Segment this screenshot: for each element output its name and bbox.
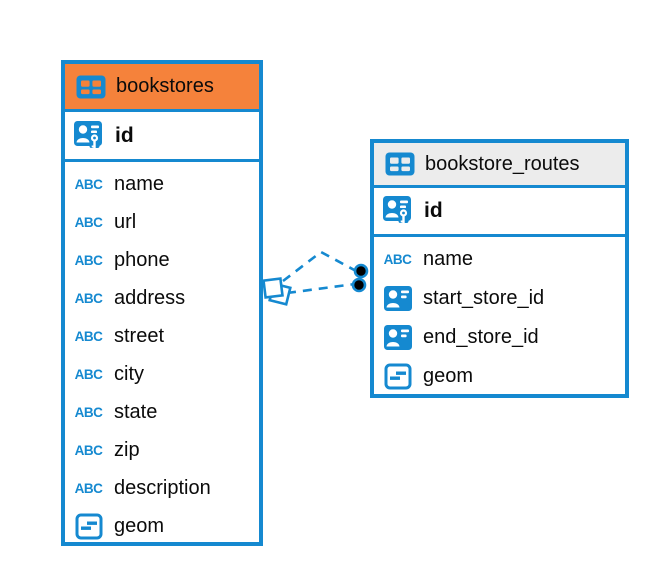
column-row-geom[interactable]: geom (65, 507, 259, 545)
column-row-phone[interactable]: ABC phone (65, 241, 259, 279)
column-list-bookstore-routes: ABC name start_store_id (374, 237, 625, 396)
person-icon (381, 285, 414, 312)
column-row-zip[interactable]: ABC zip (65, 431, 259, 469)
abc-icon: ABC (74, 176, 103, 192)
relationship-line-upper (282, 250, 359, 283)
column-row-state[interactable]: ABC state (65, 393, 259, 431)
relationship-diamond-marker (262, 277, 292, 306)
column-row-street[interactable]: ABC street (65, 317, 259, 355)
abc-icon: ABC (74, 328, 103, 344)
entity-title: bookstores (116, 75, 214, 97)
column-list-bookstores: ABC name ABC url ABC phone ABC address A… (65, 162, 259, 545)
entity-header-bookstores[interactable]: bookstores (65, 64, 259, 112)
column-row-end-store-id[interactable]: end_store_id (374, 318, 625, 357)
column-label: geom (423, 365, 474, 387)
relationship-circle-markers (351, 263, 369, 293)
geometry-icon (381, 363, 414, 390)
column-label: address (114, 286, 186, 309)
column-row-description[interactable]: ABC description (65, 469, 259, 507)
column-row-url[interactable]: ABC url (65, 203, 259, 241)
column-label: state (114, 400, 158, 423)
column-label: description (114, 476, 211, 499)
primary-key-label: id (115, 123, 134, 147)
abc-icon: ABC (74, 290, 103, 306)
column-label: zip (114, 438, 140, 461)
entity-title: bookstore_routes (425, 152, 580, 175)
column-row-address[interactable]: ABC address (65, 279, 259, 317)
column-row-geom[interactable]: geom (374, 357, 625, 396)
primary-key-label: id (424, 199, 443, 222)
abc-icon: ABC (74, 442, 103, 458)
column-label: street (114, 324, 165, 347)
column-label: start_store_id (423, 287, 545, 309)
column-row-name[interactable]: ABC name (374, 240, 625, 279)
relationship-line-lower (286, 282, 356, 295)
abc-icon: ABC (74, 404, 103, 420)
column-label: end_store_id (423, 326, 539, 348)
entity-bookstore-routes[interactable]: bookstore_routes id (370, 139, 629, 398)
column-label: geom (114, 514, 165, 537)
column-label: city (114, 362, 144, 385)
column-row-id[interactable]: id (374, 188, 625, 237)
abc-icon: ABC (383, 252, 412, 267)
column-label: phone (114, 248, 170, 271)
abc-icon: ABC (74, 480, 103, 496)
geometry-icon (72, 513, 105, 540)
column-label: name (423, 248, 474, 270)
person-key-icon (72, 119, 105, 153)
column-row-city[interactable]: ABC city (65, 355, 259, 393)
column-label: name (114, 172, 165, 195)
column-row-name[interactable]: ABC name (65, 165, 259, 203)
person-key-icon (381, 194, 414, 228)
column-row-id[interactable]: id (65, 112, 259, 162)
person-icon (381, 324, 414, 351)
abc-icon: ABC (74, 214, 103, 230)
abc-icon: ABC (74, 366, 103, 382)
entity-header-bookstore-routes[interactable]: bookstore_routes (374, 143, 625, 188)
table-icon (74, 75, 107, 99)
relationship-lines[interactable] (282, 250, 359, 295)
abc-icon: ABC (74, 252, 103, 268)
column-label: url (114, 210, 137, 233)
column-row-start-store-id[interactable]: start_store_id (374, 279, 625, 318)
entity-bookstores[interactable]: bookstores id A (61, 60, 263, 546)
table-icon (383, 152, 416, 176)
